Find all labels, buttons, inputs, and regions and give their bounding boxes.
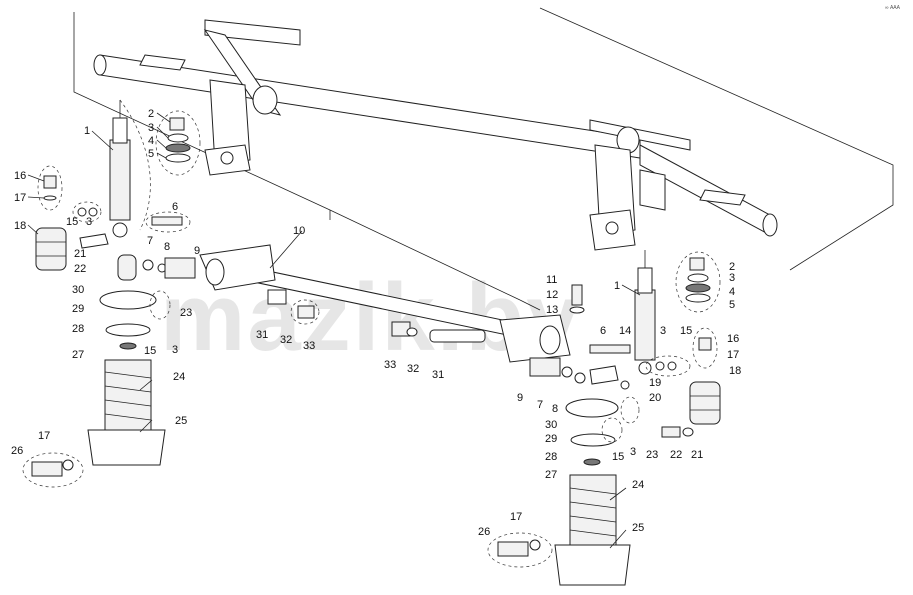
callout-6: 6 xyxy=(172,201,178,213)
callout-13: 13 xyxy=(546,304,558,316)
callout-r6: 6 xyxy=(600,325,606,337)
callout-r9: 9 xyxy=(517,392,523,404)
callout-31c: 31 xyxy=(432,369,444,381)
callout-r23: 23 xyxy=(646,449,658,461)
callout-r5: 5 xyxy=(729,299,735,311)
callout-15b: 15 xyxy=(144,345,156,357)
callout-r18: 18 xyxy=(729,365,741,377)
callout-r3: 3 xyxy=(729,272,735,284)
callout-r14: 14 xyxy=(619,325,631,337)
callout-r17: 17 xyxy=(727,349,739,361)
body-outline xyxy=(73,7,894,311)
right-bushing-stack xyxy=(675,251,721,313)
right-bump-stop xyxy=(689,327,721,425)
callout-9: 9 xyxy=(194,245,200,257)
right-spring-assembly xyxy=(529,357,631,586)
right-small-parts xyxy=(569,284,694,438)
callout-24: 24 xyxy=(173,371,185,383)
callout-r26: 26 xyxy=(478,526,490,538)
callout-r1: 1 xyxy=(614,280,620,292)
callout-27: 27 xyxy=(72,349,84,361)
left-spring-assembly xyxy=(87,254,196,466)
callout-r3c: 3 xyxy=(630,446,636,458)
callout-r22: 22 xyxy=(670,449,682,461)
corner-mark: ∞ ААА xyxy=(885,5,901,11)
callout-r28: 28 xyxy=(545,451,557,463)
callout-10: 10 xyxy=(293,225,305,237)
center-callouts: 33 32 31 11 12 13 xyxy=(384,274,558,381)
callout-21: 21 xyxy=(74,248,86,260)
callout-r25: 25 xyxy=(632,522,644,534)
callout-4: 4 xyxy=(148,135,154,147)
transverse-bar xyxy=(199,244,571,363)
callout-3b: 3 xyxy=(86,216,92,228)
leader-lines xyxy=(27,112,641,549)
callout-r21: 21 xyxy=(691,449,703,461)
callout-28: 28 xyxy=(72,323,84,335)
callout-32: 32 xyxy=(280,334,292,346)
callout-3c: 3 xyxy=(172,344,178,356)
callout-r27: 27 xyxy=(545,469,557,481)
callout-r3b: 3 xyxy=(660,325,666,337)
callout-22: 22 xyxy=(74,263,86,275)
callout-33: 33 xyxy=(303,340,315,352)
callout-18: 18 xyxy=(14,220,26,232)
left-bolt xyxy=(22,452,84,488)
callout-30: 30 xyxy=(72,284,84,296)
callout-r30: 30 xyxy=(545,419,557,431)
callout-r24: 24 xyxy=(632,479,644,491)
left-small-parts xyxy=(72,201,191,249)
callout-r19: 19 xyxy=(649,377,661,389)
callout-8: 8 xyxy=(164,241,170,253)
callout-1: 1 xyxy=(84,125,90,137)
callout-16: 16 xyxy=(14,170,26,182)
callout-23: 23 xyxy=(180,307,192,319)
callout-r8: 8 xyxy=(552,403,558,415)
left-bump-stop xyxy=(35,165,67,271)
callout-r16: 16 xyxy=(727,333,739,345)
center-parts xyxy=(267,289,486,343)
frame-tubes xyxy=(93,19,778,237)
callout-17: 17 xyxy=(14,192,26,204)
left-bushing-stack xyxy=(155,110,201,176)
right-bolt xyxy=(487,532,553,568)
callout-r15: 15 xyxy=(680,325,692,337)
callout-33c: 33 xyxy=(384,359,396,371)
left-shock-absorber xyxy=(109,99,151,238)
frame-brackets xyxy=(139,54,746,251)
callout-r4: 4 xyxy=(729,286,735,298)
callout-3: 3 xyxy=(148,122,154,134)
callout-r29: 29 xyxy=(545,433,557,445)
callout-12: 12 xyxy=(546,289,558,301)
right-shock-absorber xyxy=(634,250,656,375)
left-callouts: 1 2 3 4 5 16 17 18 15 3 6 21 22 7 8 9 30… xyxy=(11,108,315,457)
callout-17b: 17 xyxy=(38,430,50,442)
callout-7: 7 xyxy=(147,235,153,247)
callout-r20: 20 xyxy=(649,392,661,404)
callout-r17b: 17 xyxy=(510,511,522,523)
callout-31: 31 xyxy=(256,329,268,341)
callout-26: 26 xyxy=(11,445,23,457)
callout-2: 2 xyxy=(148,108,154,120)
callout-r7: 7 xyxy=(537,399,543,411)
callout-25: 25 xyxy=(175,415,187,427)
right-callouts: 1 2 3 4 5 16 17 18 15 3 6 14 19 20 9 7 8… xyxy=(478,261,741,538)
callout-15: 15 xyxy=(66,216,78,228)
callout-29: 29 xyxy=(72,303,84,315)
callout-11: 11 xyxy=(546,274,557,286)
callout-r15b: 15 xyxy=(612,451,624,463)
callout-32c: 32 xyxy=(407,363,419,375)
callout-5: 5 xyxy=(148,148,154,160)
callout-r2: 2 xyxy=(729,261,735,273)
